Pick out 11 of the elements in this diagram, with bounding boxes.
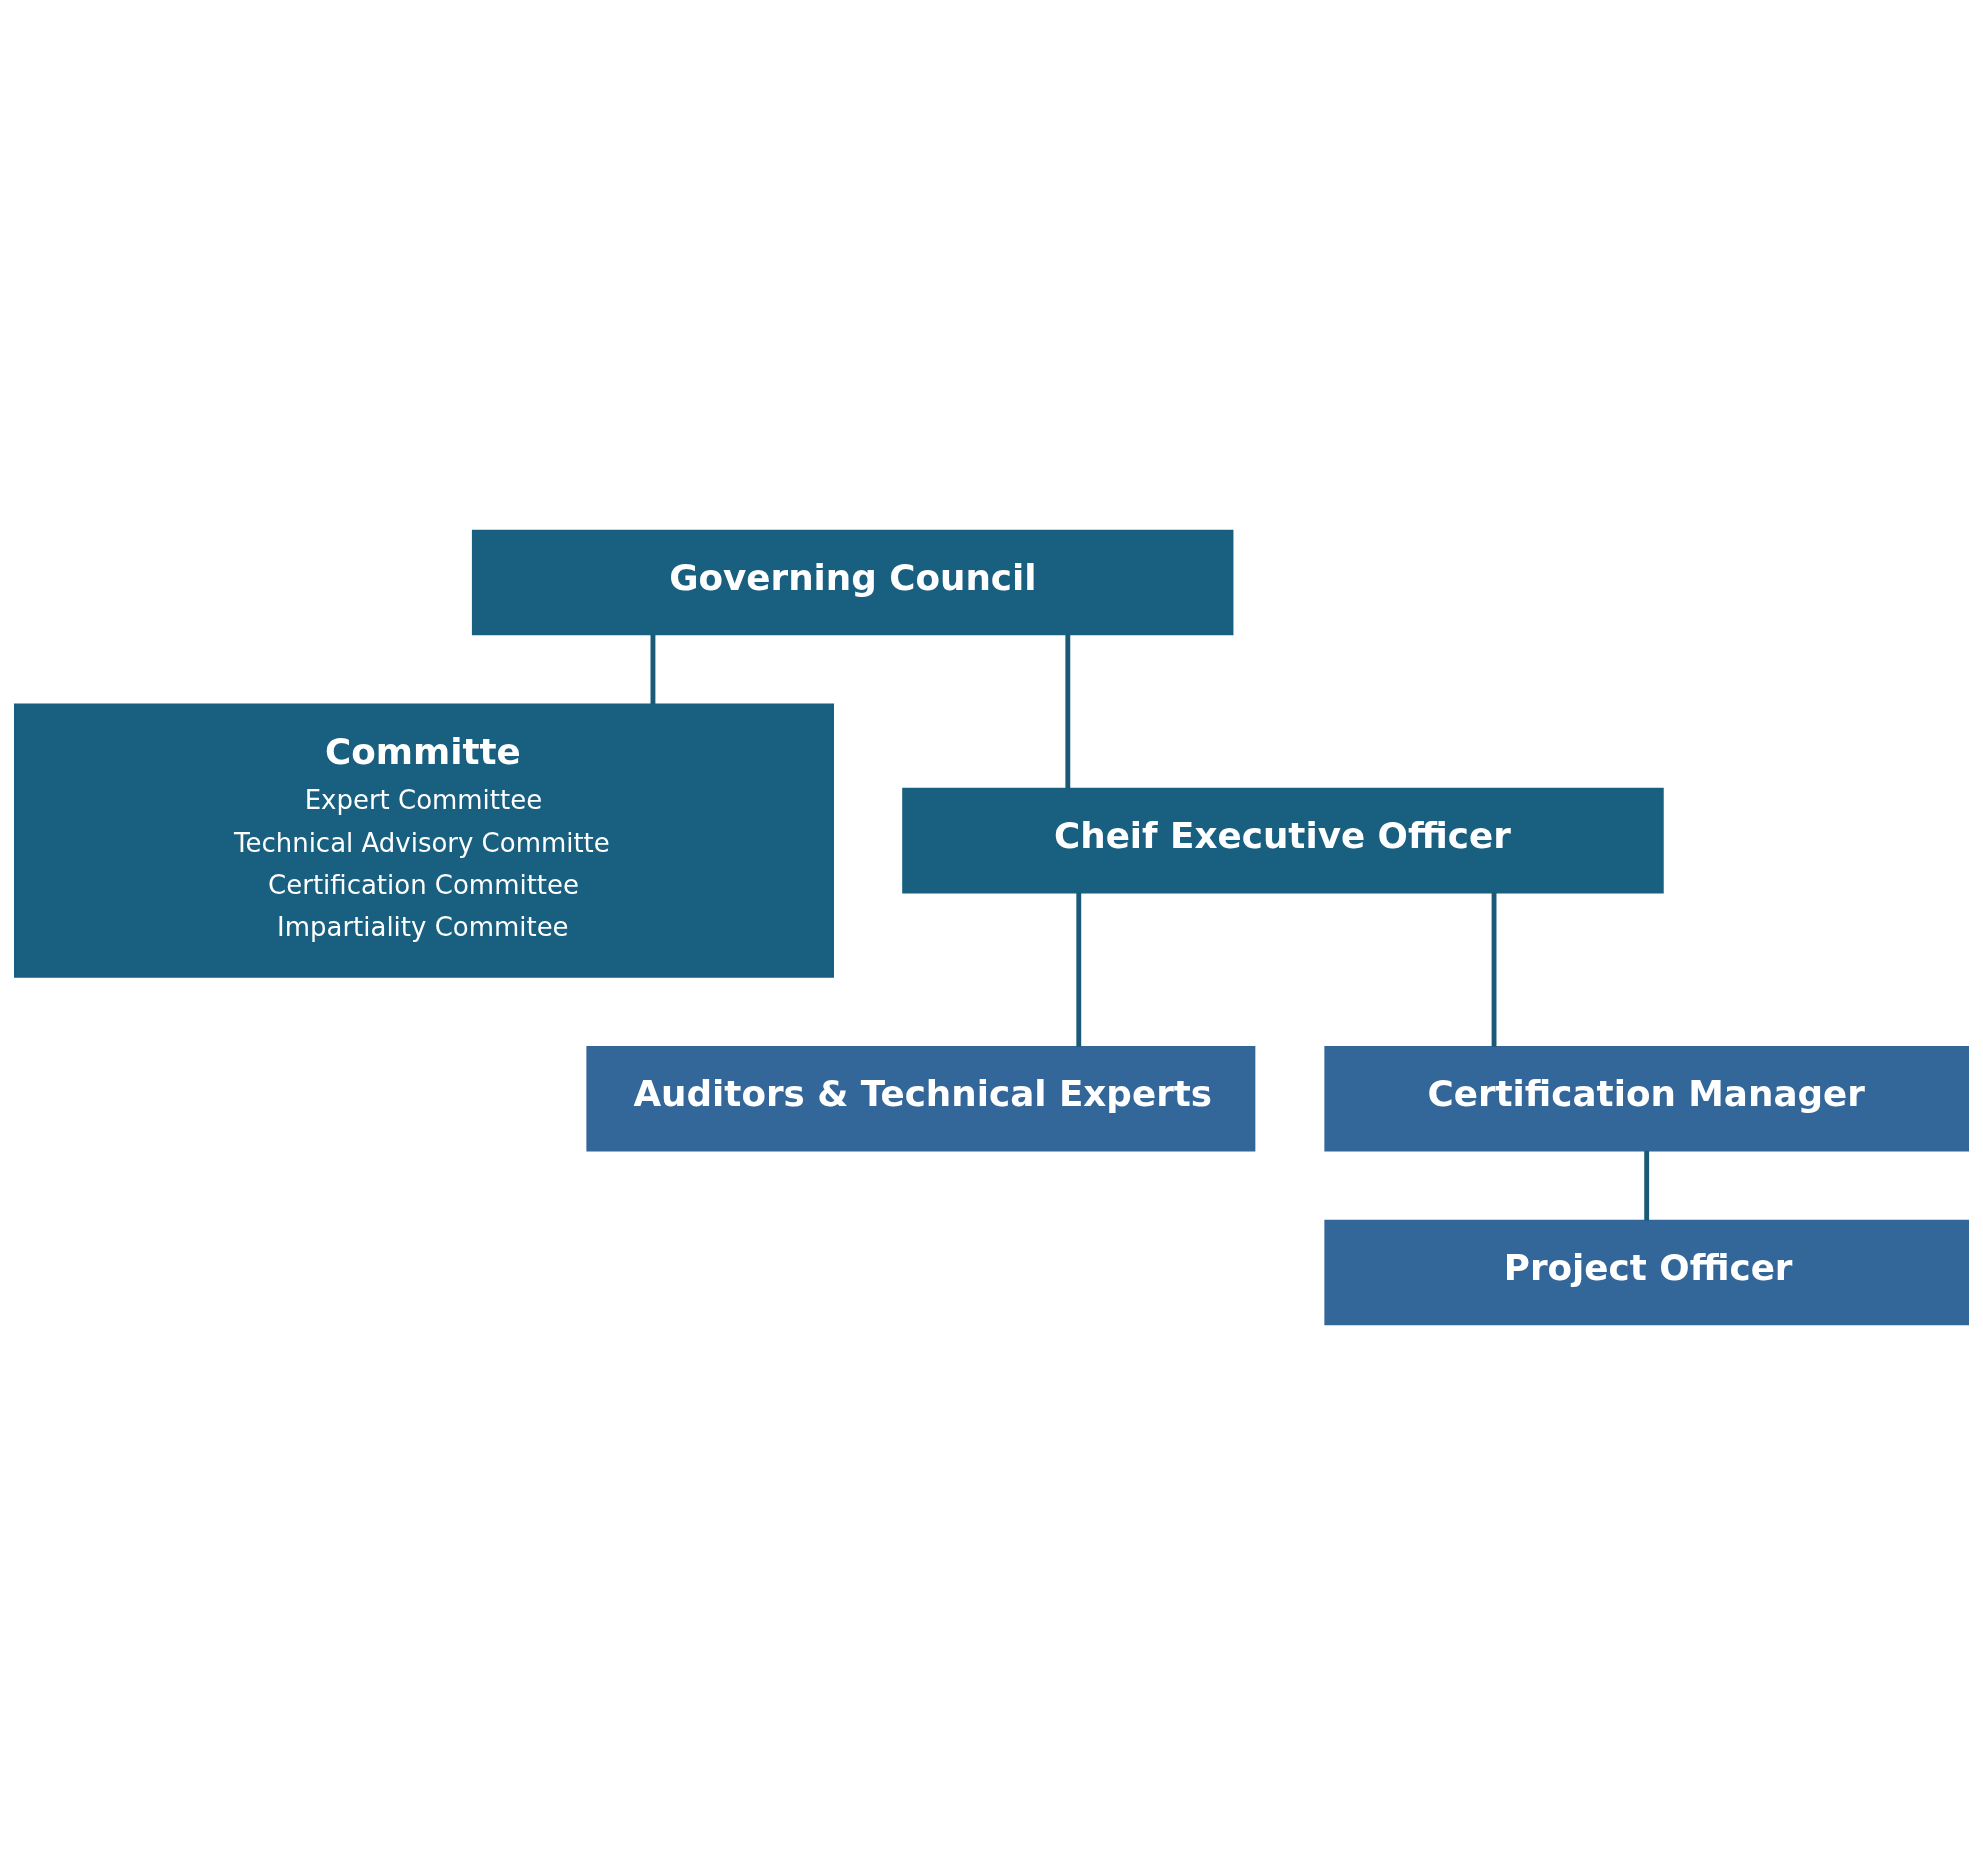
node-box: Cheif Executive Officer: [902, 787, 1664, 893]
node-box: Certification Manager: [1324, 1045, 1969, 1152]
connector: [1644, 1150, 1650, 1220]
connector: [650, 634, 656, 704]
node-box: Auditors & Technical Experts: [586, 1045, 1256, 1152]
node-box: Committe Expert Committee Technical Advisory Committe Certification Committee Impartiality Commitee: [14, 702, 834, 978]
connector: [1076, 892, 1082, 1047]
connector: [1065, 634, 1071, 788]
node-box: Governing Council: [471, 529, 1234, 635]
node-box: Project Officer: [1324, 1219, 1969, 1325]
connector: [1491, 892, 1497, 1047]
